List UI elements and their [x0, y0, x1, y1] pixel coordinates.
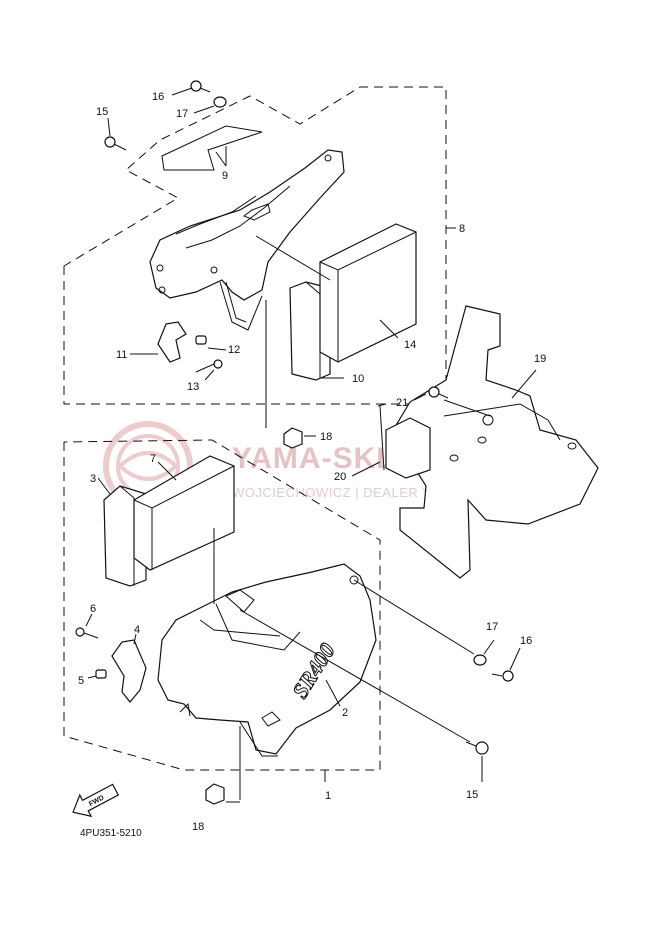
group-outline-right-cover: [63, 439, 381, 771]
bolt-15-upper: [104, 136, 127, 151]
screw-21: [428, 386, 449, 399]
grommet-18-lower: [205, 783, 225, 805]
label-19: 19: [534, 353, 546, 365]
label-13: 13: [187, 381, 199, 393]
label-18-lower: 18: [192, 821, 204, 833]
grommet-17-lower: [473, 654, 487, 666]
label-8: 8: [459, 223, 465, 235]
label-15-upper: 15: [96, 106, 108, 118]
label-20: 20: [334, 471, 346, 483]
label-17-upper: 17: [176, 108, 188, 120]
label-17-lower: 17: [486, 621, 498, 633]
label-16-upper: 16: [152, 91, 164, 103]
bolt-16-lower: [491, 670, 514, 682]
leader-lines-bracket: [351, 369, 537, 477]
leader-lines-upper: [107, 87, 399, 437]
label-2: 2: [342, 707, 348, 719]
label-6: 6: [90, 603, 96, 615]
screw-13: [195, 359, 223, 373]
bolt-15-lower: [465, 741, 489, 755]
bolt-16-upper: [190, 80, 211, 93]
label-21: 21: [396, 397, 408, 409]
label-16-lower: 16: [520, 635, 532, 647]
sponge-14: [319, 223, 417, 363]
label-9: 9: [222, 170, 228, 182]
collar-12: [195, 335, 207, 345]
label-14: 14: [404, 339, 416, 351]
label-10: 10: [352, 373, 364, 385]
grommet-17-upper: [213, 96, 227, 108]
label-4: 4: [134, 624, 140, 636]
grommet-11: [157, 321, 187, 363]
label-1: 1: [325, 790, 331, 802]
group-outline-left-cover: [63, 86, 447, 405]
rubber-pad-20: [377, 403, 431, 479]
label-12: 12: [228, 344, 240, 356]
label-15-lower: 15: [466, 789, 478, 801]
grommet-4: [111, 639, 147, 703]
part-labels: 1 2 3 4 5 6 7 8 9 10 11 12 13 14 15 15 1…: [78, 91, 546, 833]
label-11: 11: [116, 349, 127, 361]
collar-5: [95, 669, 107, 679]
emblem-9: [161, 125, 263, 171]
left-side-cover: [149, 149, 345, 331]
label-18-upper: 18: [320, 431, 332, 443]
label-3: 3: [90, 473, 96, 485]
grommet-18-upper: [283, 427, 303, 449]
label-7: 7: [150, 453, 156, 465]
sponge-7: [133, 455, 235, 571]
forward-arrow-icon: FWD: [72, 783, 120, 818]
leader-lines-lower: [85, 461, 521, 803]
screw-6: [75, 627, 99, 639]
bracket-19: [391, 305, 599, 579]
right-side-cover: SR400: [157, 563, 377, 757]
diagram-reference-code: 4PU351-5210: [80, 828, 142, 839]
label-5: 5: [78, 675, 84, 687]
